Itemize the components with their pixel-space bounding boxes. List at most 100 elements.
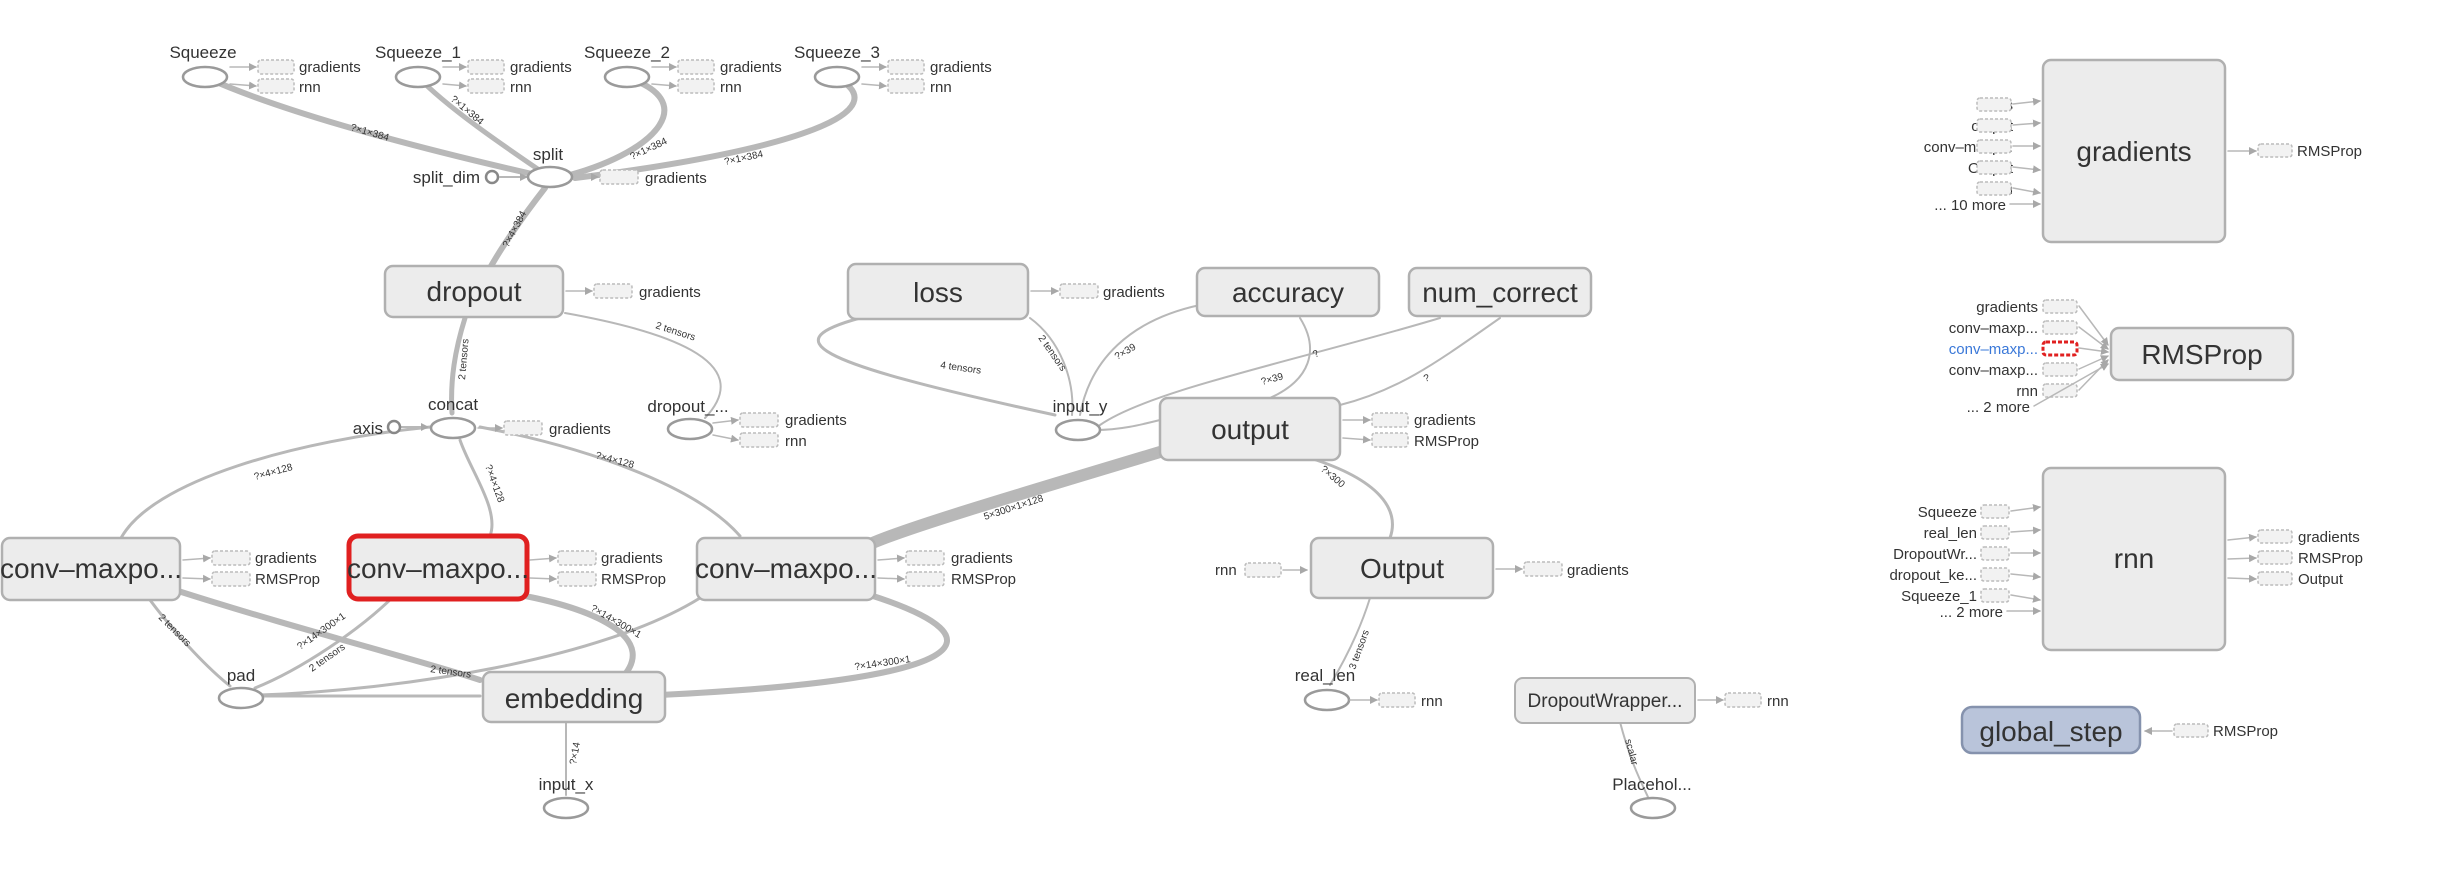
node-accuracy[interactable]: accuracy	[1195, 266, 1381, 318]
node-real-len[interactable]: real_len	[1295, 666, 1356, 712]
stub-output-gradients[interactable]: gradients	[1342, 412, 1476, 429]
stub-box	[1980, 525, 2010, 540]
group-gradients[interactable]: gradients loss output conv–maxp... Outpu…	[1924, 58, 2362, 244]
node-box-selected	[346, 533, 530, 602]
stub-convleft-rmsprop[interactable]: RMSProp	[182, 571, 320, 588]
node-squeeze-1[interactable]: Squeeze_1	[375, 43, 461, 89]
stub-squeeze3-rnn[interactable]: rnn	[861, 78, 952, 96]
stub-box	[1980, 567, 2010, 582]
node-conv-maxpool-right[interactable]: conv–maxpo...	[695, 536, 877, 602]
constant-marker	[386, 419, 402, 435]
stub-squeeze-rnn[interactable]: rnn	[229, 78, 321, 96]
stub-Output-gradients[interactable]: gradients	[1495, 561, 1629, 579]
edge-label: scalar	[1622, 738, 1640, 767]
edge-squeeze1-split	[415, 74, 548, 177]
node-label: Output	[1360, 553, 1444, 584]
stub-squeeze1-rnn[interactable]: rnn	[442, 78, 532, 96]
node-label: DropoutWrapper...	[1528, 691, 1683, 712]
stub-label: gradients	[549, 421, 611, 438]
stub-dropout-gradients[interactable]: gradients	[565, 283, 701, 301]
output-label: gradients	[2298, 529, 2360, 546]
stub-squeeze2-gradients[interactable]: gradients	[651, 59, 782, 76]
stub-box	[1976, 118, 2012, 133]
group-rnn[interactable]: rnn Squeeze real_len DropoutWr... dropou…	[1889, 466, 2363, 652]
node-embedding[interactable]: embedding	[481, 670, 667, 724]
node-pad[interactable]: pad	[217, 666, 265, 710]
stub-squeeze-gradients[interactable]: gradients	[229, 59, 361, 76]
node-loss[interactable]: loss	[846, 262, 1030, 321]
stub-box	[503, 420, 543, 436]
edge-squeeze-split	[202, 74, 548, 180]
node-split-dim[interactable]: split_dim	[413, 168, 500, 187]
node-input-y[interactable]: input_y	[1053, 397, 1108, 442]
input-label: gradients	[1976, 299, 2038, 316]
stub-convmid-gradients[interactable]: gradients	[529, 550, 663, 567]
node-Output[interactable]: Output	[1309, 536, 1495, 600]
edge-loss-inputy-2	[1029, 317, 1074, 416]
edge-label: ?	[1311, 348, 1322, 361]
stub-squeeze3-gradients[interactable]: gradients	[861, 59, 992, 76]
input-label: Squeeze	[1918, 504, 1977, 521]
edge-label: ?×1×384	[349, 122, 390, 144]
stub-box	[1976, 160, 2012, 175]
node-label: conv–maxpo...	[347, 553, 529, 584]
node-label: split_dim	[413, 168, 480, 187]
stub-globalstep-rmsprop[interactable]: RMSProp	[2144, 723, 2278, 740]
stub-convright-rmsprop[interactable]: RMSProp	[877, 571, 1016, 588]
edge-label: 2 tensors	[654, 320, 697, 343]
stub-squeeze2-rnn[interactable]: rnn	[651, 78, 742, 96]
node-label: conv–maxpo...	[695, 553, 877, 584]
node-box	[1195, 266, 1381, 318]
stub-dropoutwrapper-rnn[interactable]: rnn	[1697, 692, 1789, 710]
stub-squeeze1-gradients[interactable]: gradients	[442, 59, 572, 76]
stub-loss-gradients[interactable]: gradients	[1030, 283, 1165, 301]
rmsprop-inputs: gradients conv–maxp... conv–maxp... conv…	[1949, 299, 2109, 416]
node-dropout[interactable]: dropout	[383, 264, 565, 319]
stub-concat-gradients[interactable]: gradients	[477, 420, 611, 438]
edge-convmid-pad	[253, 593, 397, 690]
stub-label: gradients	[720, 59, 782, 76]
edge-Output-reallen	[1329, 597, 1371, 686]
stub-dropouttrunc-gradients[interactable]: gradients	[712, 412, 847, 429]
node-axis[interactable]: axis	[353, 419, 402, 438]
node-split[interactable]: split	[526, 145, 574, 189]
node-label: input_x	[539, 775, 594, 794]
node-dropout-wrapper[interactable]: DropoutWrapper...	[1514, 677, 1696, 724]
stub-convright-gradients[interactable]: gradients	[877, 550, 1013, 567]
edge-convright-pad	[258, 596, 702, 697]
node-box	[1514, 677, 1696, 724]
stub-reallen-rnn[interactable]: rnn	[1349, 692, 1443, 710]
node-squeeze[interactable]: Squeeze	[169, 43, 237, 89]
node-num-correct[interactable]: num_correct	[1407, 266, 1593, 318]
stub-box	[887, 78, 925, 94]
node-box	[383, 264, 565, 319]
stub-box	[257, 59, 295, 75]
node-label: embedding	[505, 683, 644, 714]
node-input-x[interactable]: input_x	[539, 775, 594, 820]
node-box	[1407, 266, 1593, 318]
node-squeeze-2[interactable]: Squeeze_2	[584, 43, 670, 89]
node-conv-maxpool-selected[interactable]: conv–maxpo...	[346, 533, 530, 602]
node-squeeze-3[interactable]: Squeeze_3	[794, 43, 880, 89]
stub-Output-rnn-in[interactable]: rnn	[1215, 562, 1308, 579]
node-concat[interactable]: concat	[428, 395, 478, 440]
edge-output-Output	[1308, 456, 1394, 540]
node-dropout-trunc[interactable]: dropout_...	[647, 397, 729, 441]
node-label: rnn	[2114, 543, 2154, 574]
node-conv-maxpool-left[interactable]: conv–maxpo...	[0, 536, 182, 602]
stub-output-rmsprop[interactable]: RMSProp	[1342, 432, 1479, 450]
group-rmsprop[interactable]: RMSProp gradients conv–maxp... conv–maxp…	[1949, 299, 2295, 416]
node-placeholder[interactable]: Placehol...	[1612, 775, 1692, 820]
stub-dropouttrunc-rnn[interactable]: rnn	[712, 432, 807, 450]
node-global-step[interactable]: global_step	[1960, 705, 2142, 755]
stub-box	[739, 432, 779, 448]
input-label: conv–maxp...	[1949, 362, 2038, 379]
node-label: output	[1211, 414, 1289, 445]
stub-split-gradients[interactable]: gradients	[574, 169, 707, 187]
node-output[interactable]: output	[1158, 396, 1342, 462]
stub-label: rnn	[785, 433, 807, 450]
stub-convleft-gradients[interactable]: gradients	[182, 550, 317, 567]
stub-convmid-rmsprop[interactable]: RMSProp	[529, 571, 666, 588]
input-label: Squeeze_1	[1901, 588, 1977, 605]
